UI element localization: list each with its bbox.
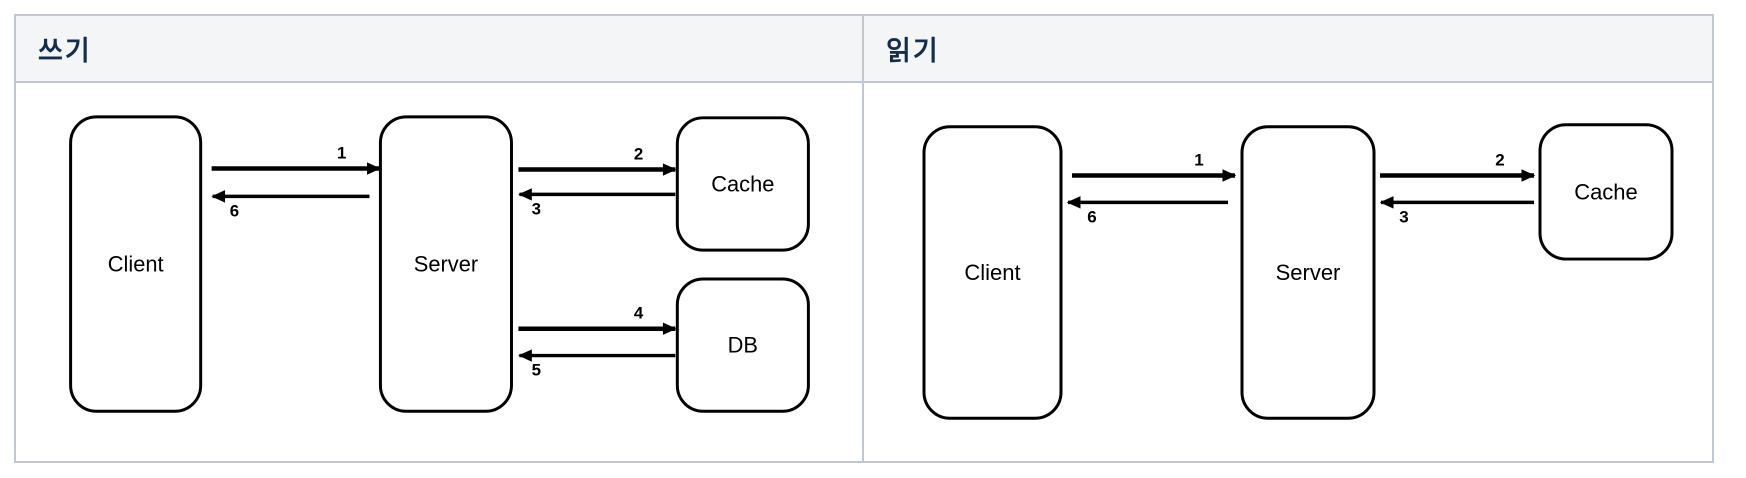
panel-title-read: 읽기 (886, 36, 940, 66)
node-db (675, 277, 810, 413)
node-server (378, 115, 513, 413)
node-server-label: Server (1276, 260, 1341, 285)
node-client-label: Client (964, 260, 1020, 285)
node-cache (1538, 123, 1674, 261)
panel-header-read: 읽기 (864, 16, 1712, 83)
node-cache (675, 116, 810, 252)
arrow-6-label: 6 (1087, 207, 1096, 226)
node-db-label: DB (728, 333, 758, 358)
node-cache-label: Cache (711, 171, 774, 196)
arrow-2-label: 2 (634, 145, 643, 164)
arrow-4-label: 4 (634, 304, 644, 323)
arrow-5-label: 5 (532, 360, 541, 379)
panel-header-write: 쓰기 (16, 16, 864, 83)
node-client-label: Client (108, 252, 164, 277)
arrow-1-label: 1 (337, 144, 346, 163)
arrow-3-label: 3 (532, 199, 541, 218)
arrow-3-label: 3 (1399, 207, 1408, 226)
node-server (1240, 125, 1376, 420)
node-cache-label: Cache (1574, 179, 1638, 204)
arrow-6-label: 6 (230, 201, 239, 220)
node-client (69, 115, 203, 413)
node-server-label: Server (414, 252, 478, 277)
panel-title-write: 쓰기 (38, 36, 92, 66)
arrow-2-label: 2 (1495, 151, 1504, 170)
arrow-1-label: 1 (1194, 151, 1203, 170)
node-client (922, 125, 1063, 420)
